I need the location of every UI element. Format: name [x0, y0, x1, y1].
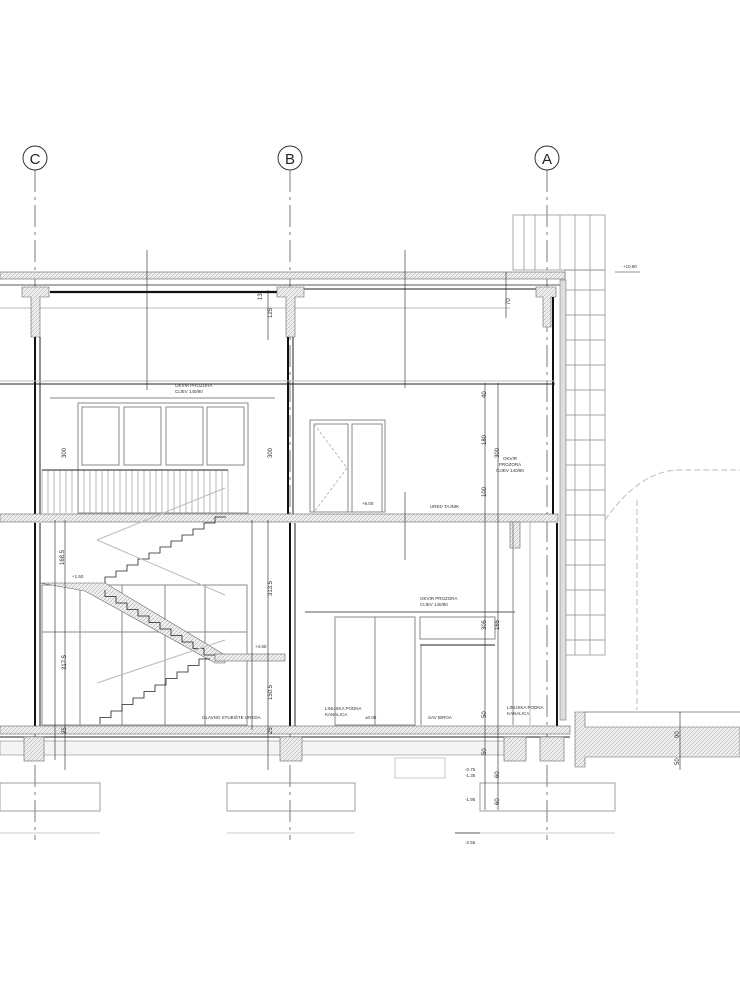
svg-text:-1.95: -1.95: [465, 797, 476, 802]
staircase: [39, 487, 286, 724]
svg-text:317.5: 317.5: [62, 654, 68, 670]
svg-text:100: 100: [482, 486, 488, 497]
annotation-window-frame-3: OKVIR PROZORA CIJEV 140/80: [496, 456, 524, 473]
svg-text:±0.00: ±0.00: [365, 715, 377, 720]
door-upper: [309, 419, 386, 513]
svg-text:-1.35: -1.35: [465, 773, 476, 778]
svg-text:25: 25: [268, 727, 274, 734]
svg-text:50: 50: [482, 711, 488, 718]
svg-text:-0.75: -0.75: [465, 767, 476, 772]
svg-text:90: 90: [675, 731, 681, 738]
facade-cladding-rows: [565, 289, 605, 641]
svg-text:OKVIR PROZORA: OKVIR PROZORA: [175, 383, 213, 388]
svg-text:305: 305: [482, 619, 488, 630]
svg-text:+1.50: +1.50: [72, 574, 84, 579]
grid-axis-a: A: [534, 145, 560, 840]
svg-text:OKVIR PROZORA: OKVIR PROZORA: [420, 596, 458, 601]
svg-text:300: 300: [62, 447, 68, 458]
annotation-floor-channel-1: LINIJSKA PODNA KANALICA: [325, 706, 362, 717]
ground-floor-slab: [0, 711, 740, 768]
room-label-secretary: URED TAJNIK: [430, 504, 459, 509]
svg-text:180: 180: [482, 434, 488, 445]
svg-text:OKVIR: OKVIR: [503, 456, 518, 461]
svg-text:313.5: 313.5: [268, 580, 274, 596]
annotation-window-frame-2: OKVIR PROZORA CIJEV 140/80: [420, 596, 458, 607]
svg-text:B: B: [285, 151, 295, 168]
svg-text:168.5: 168.5: [60, 549, 66, 565]
ground-office-partitions: [305, 522, 531, 726]
svg-text:60: 60: [495, 771, 501, 778]
first-floor-slab: [0, 513, 559, 523]
annotation-window-frame-1: OKVIR PROZORA CIJEV 140/80: [175, 383, 213, 394]
svg-text:PROZORA: PROZORA: [499, 462, 521, 467]
svg-text:LINIJSKA PODNA: LINIJSKA PODNA: [507, 705, 544, 710]
svg-text:LINIJSKA PODNA: LINIJSKA PODNA: [325, 706, 362, 711]
svg-text:13: 13: [258, 293, 264, 300]
svg-text:A: A: [542, 151, 552, 168]
svg-text:C: C: [30, 151, 41, 168]
dimension-labels: 13 125 70 40 180 100 300 300 300 168.5 3…: [60, 293, 681, 805]
level-markers: +10.80 +6.00 +1.50 +4.50 ±0.00 -0.75 -1.…: [72, 264, 640, 845]
svg-text:+10.80: +10.80: [623, 264, 637, 269]
svg-text:+4.50: +4.50: [255, 644, 267, 649]
upper-glazing: [77, 402, 249, 514]
svg-text:CIJEV 140/80: CIJEV 140/80: [496, 468, 524, 473]
terrain-outline: [604, 469, 740, 521]
room-label-stairs: GLAVNO STUBIŠTE UREDA: [202, 714, 261, 720]
svg-text:50: 50: [482, 748, 488, 755]
dimension-lines: [54, 250, 681, 810]
svg-text:300: 300: [268, 447, 274, 458]
roof-slab: [0, 271, 566, 309]
grid-axis-b: B: [277, 145, 303, 840]
annotation-floor-channel-2: LINIJSKA PODNA KANALICA: [507, 705, 544, 716]
svg-text:KANALICA: KANALICA: [325, 712, 347, 717]
svg-text:CIJEV 140/80: CIJEV 140/80: [175, 389, 203, 394]
facade-cladding-grid: [512, 214, 606, 656]
svg-text:KANALICA: KANALICA: [507, 711, 529, 716]
svg-text:70: 70: [506, 298, 512, 305]
svg-text:125: 125: [268, 307, 274, 318]
svg-text:150.5: 150.5: [268, 684, 274, 700]
room-label-office: SAV BIROA: [428, 715, 452, 720]
stair-railing: [41, 469, 229, 513]
columns: [21, 279, 567, 730]
svg-text:165: 165: [495, 619, 501, 630]
svg-text:40: 40: [482, 391, 488, 398]
svg-text:60: 60: [495, 798, 501, 805]
svg-text:-2.55: -2.55: [465, 840, 476, 845]
svg-text:300: 300: [495, 447, 501, 458]
foundations: [0, 757, 616, 834]
svg-text:50: 50: [675, 758, 681, 765]
svg-text:CIJEV 140/80: CIJEV 140/80: [420, 602, 448, 607]
svg-text:+6.00: +6.00: [362, 501, 374, 506]
svg-text:25: 25: [62, 727, 68, 734]
